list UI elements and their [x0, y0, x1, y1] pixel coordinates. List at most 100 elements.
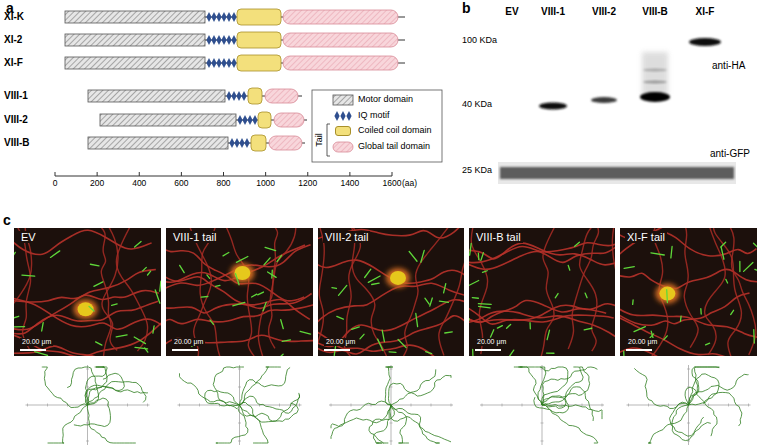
- trajectory: [48, 405, 88, 443]
- plot-tick: [482, 404, 483, 407]
- iq-motif: [221, 12, 226, 22]
- nucleus-glow: [74, 299, 98, 319]
- axis-tick: [97, 172, 98, 176]
- scale-bar: [626, 349, 652, 351]
- trajectory-plot: [480, 365, 604, 445]
- nucleus: [78, 302, 94, 316]
- cell-wall: [728, 228, 756, 355]
- trajectory-plot: [329, 365, 453, 445]
- organelle-track: [282, 340, 290, 341]
- axis-tick: [265, 172, 266, 176]
- trajectory: [240, 402, 269, 443]
- iq-motif: [237, 115, 242, 125]
- nucleus-glow: [655, 284, 679, 304]
- iq-motif: [226, 91, 231, 101]
- nucleus-glow: [230, 263, 254, 283]
- trajectory: [205, 390, 240, 409]
- coiled-coil-domain: [237, 32, 281, 48]
- organelle-track: [470, 243, 472, 255]
- isoform-name: XI-F: [4, 57, 23, 68]
- plot-tick: [628, 404, 629, 407]
- organelle-track: [445, 332, 453, 333]
- organelle-track: [439, 301, 448, 302]
- organelle-track: [490, 330, 493, 337]
- iq-motif: [211, 12, 216, 22]
- legend-box: [312, 90, 442, 162]
- micrograph: [469, 228, 615, 356]
- protein-band: [640, 92, 670, 102]
- cell-wall: [439, 228, 464, 355]
- axis-tick: [223, 172, 224, 176]
- organelle-track: [425, 298, 429, 304]
- iq-motif: [226, 58, 231, 68]
- organelle-track: [739, 261, 740, 271]
- organelle-track: [378, 339, 383, 350]
- organelle-track: [426, 352, 432, 354]
- plot-tick: [648, 404, 649, 407]
- organelle-track: [585, 293, 587, 298]
- blot-strip: [498, 162, 736, 184]
- isoform-name: VIII-1: [4, 90, 28, 101]
- axis-tick: [139, 172, 140, 176]
- organelle-track: [478, 303, 491, 305]
- organelle-track: [337, 316, 344, 319]
- legend-swatch: [335, 126, 351, 136]
- organelle-track: [651, 253, 664, 255]
- trajectory: [369, 405, 394, 443]
- plot-tick: [522, 404, 523, 407]
- scale-bar: [324, 349, 350, 351]
- organelle-track: [547, 330, 549, 340]
- iq-motif: [216, 35, 221, 45]
- organelle-track: [753, 330, 755, 343]
- iq-motif: [244, 138, 249, 148]
- organelle-track: [478, 253, 480, 260]
- plot-tick: [86, 387, 89, 388]
- cell-wall: [14, 320, 161, 356]
- motor-domain: [100, 114, 236, 126]
- trajectory: [542, 367, 590, 405]
- trajectory: [213, 367, 244, 405]
- scale-label: 20.00 μm: [475, 338, 508, 346]
- legend-text: IQ motif: [358, 111, 390, 121]
- trajectory: [540, 367, 568, 405]
- iq-motif: [206, 58, 211, 68]
- cell-wall: [400, 228, 452, 356]
- global-tail-domain: [274, 113, 304, 127]
- organelle-track: [265, 247, 276, 250]
- organelle-track: [233, 302, 245, 305]
- motor-domain: [65, 11, 205, 23]
- cell-wall: [318, 228, 461, 229]
- organelle-track: [382, 330, 384, 342]
- trajectory: [514, 367, 546, 405]
- image-label: EV: [19, 231, 38, 243]
- axis-tick-label: 200: [90, 179, 104, 188]
- axis-tick: [181, 172, 182, 176]
- legend-text: Coiled coil domain: [358, 126, 432, 136]
- motor-domain: [65, 34, 205, 46]
- iq-motif: [216, 58, 221, 68]
- organelle-track: [236, 256, 247, 262]
- axis-tick-label: 600: [174, 179, 188, 188]
- axis-tick-label: 0: [53, 179, 58, 188]
- axis-tick-label: 1400: [340, 179, 359, 188]
- organelle-track: [207, 275, 210, 278]
- organelle-track: [94, 282, 103, 286]
- plot-tick: [451, 404, 452, 407]
- plot-tick: [541, 423, 544, 424]
- lane-label: VIII-1: [541, 6, 565, 17]
- panel-letter: c: [3, 213, 11, 228]
- trajectory: [391, 405, 409, 443]
- scale-bar: [172, 349, 198, 351]
- organelle-track: [201, 296, 208, 298]
- trajectory: [391, 375, 451, 405]
- trajectory: [86, 385, 148, 405]
- organelle-track: [148, 271, 151, 275]
- organelle-track: [42, 323, 44, 331]
- plot-tick: [331, 404, 332, 407]
- plot-tick: [179, 404, 180, 407]
- iq-motif: [206, 12, 211, 22]
- plot-tick: [238, 423, 241, 424]
- western-blot: [498, 38, 736, 184]
- cell-wall: [200, 228, 221, 356]
- micrograph-ground: [318, 228, 464, 356]
